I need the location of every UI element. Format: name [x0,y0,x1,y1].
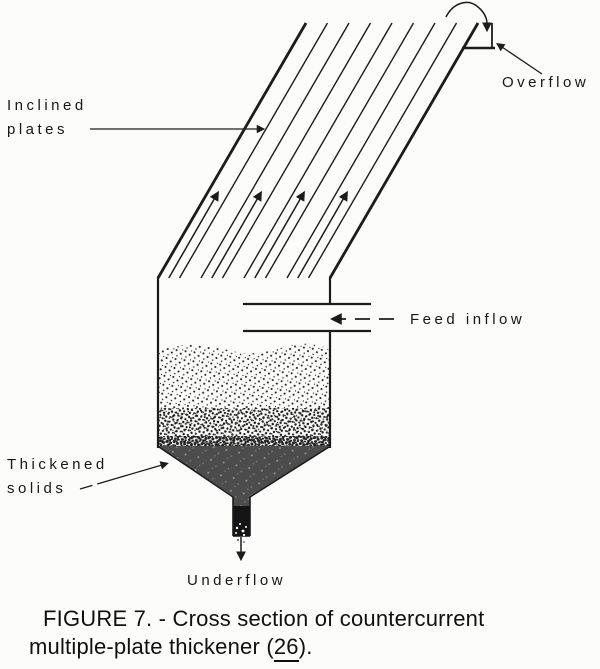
feed-pipe [243,302,371,333]
overflow-leader-arrow [496,42,543,75]
thickened-solids-label-line1: Thickened [7,456,108,473]
caption-line2-prefix: multiple-plate thickener ( [29,634,274,659]
figure-caption-line2: multiple-plate thickener (26). [29,634,313,662]
slurry-stipple [159,343,329,537]
spout-speckles [235,523,247,537]
inclined-plates-label-line1: Inclined [7,97,87,114]
cone-outline [158,446,330,536]
thickened-solids-leader-arrow [79,461,169,490]
feed-inflow-label: Feed inflow [410,311,526,328]
thickened-solids-label-line2: solids [7,480,67,497]
inclined-plates-label-line2: plates [7,121,69,138]
caption-reference-number: 26 [273,634,299,662]
overflow-curve-arrow [445,1,492,33]
underflow-label: Underflow [187,572,287,589]
overflow-label: Overflow [502,74,590,91]
caption-line2-suffix: ). [298,634,313,659]
inclined-plates-lines [156,22,480,279]
plate-flow-arrows [168,190,348,279]
thickened-solids-label: Thickened solids [7,453,108,501]
inclined-plates-label: Inclined plates [7,94,87,142]
overflow-weir [462,23,495,50]
tank-walls [156,277,332,448]
underflow-spout-fill [233,506,250,536]
figure-caption-line1: FIGURE 7. - Cross section of countercurr… [43,606,485,631]
